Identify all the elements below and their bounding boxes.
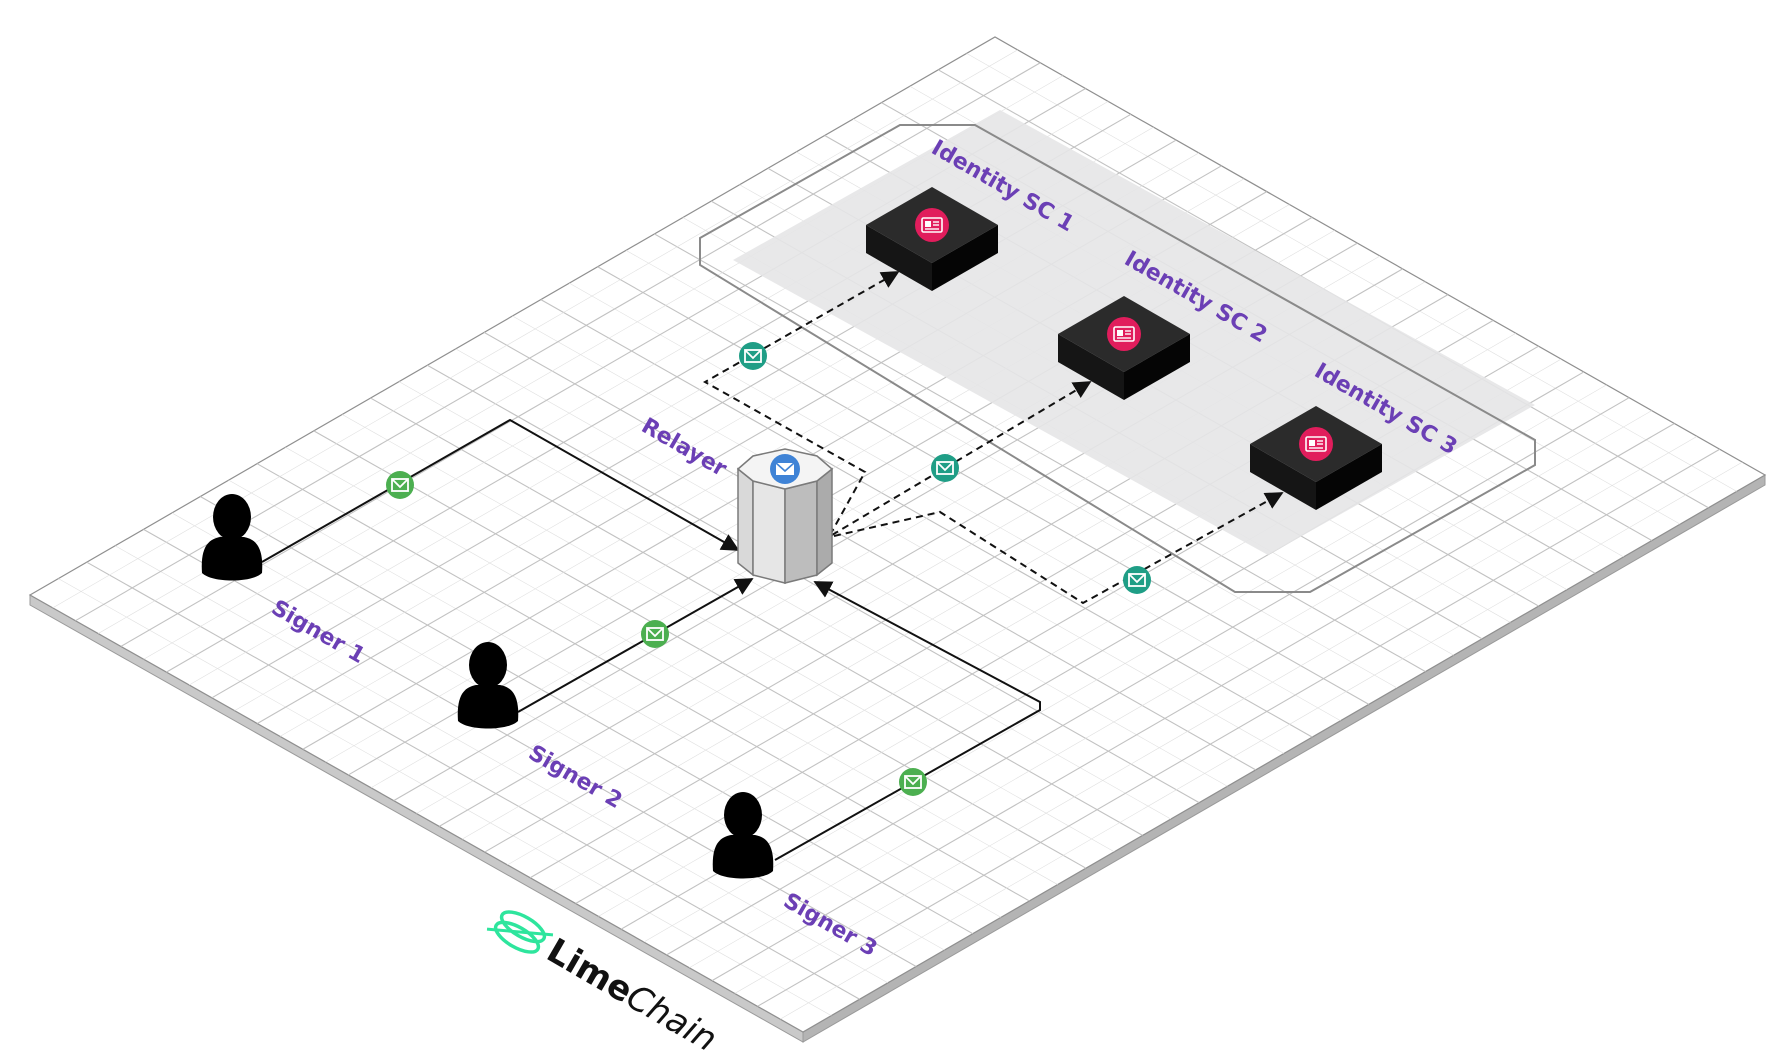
identity-box-left bbox=[866, 225, 932, 291]
user-icon bbox=[457, 642, 519, 729]
envelope-icon bbox=[899, 768, 927, 796]
identity-card-icon bbox=[1299, 427, 1333, 461]
connector-relayer-identity3 bbox=[833, 492, 1284, 605]
identity-box-right bbox=[932, 225, 998, 291]
relayer-body-front-right bbox=[784, 480, 818, 584]
grid-line bbox=[711, 422, 1675, 982]
grid-line bbox=[643, 384, 1607, 943]
signer-1[interactable] bbox=[201, 494, 263, 581]
envelope-icon bbox=[386, 471, 414, 499]
message-envelopes bbox=[386, 342, 1151, 796]
signer-2[interactable] bbox=[457, 642, 519, 729]
user-icon bbox=[201, 494, 263, 581]
identity-box-left bbox=[1058, 334, 1124, 400]
envelope-icon bbox=[739, 342, 767, 370]
relayer-body-left bbox=[737, 467, 754, 577]
identity-box-left bbox=[1250, 444, 1316, 510]
relayer-body-right bbox=[816, 467, 833, 577]
identity-box-right bbox=[1124, 334, 1190, 400]
connector-signer2-relayer bbox=[517, 578, 754, 713]
grid-line bbox=[734, 436, 1698, 994]
envelope-icon bbox=[931, 454, 959, 482]
envelope-icon bbox=[1123, 566, 1151, 594]
grid-line bbox=[689, 410, 1652, 968]
relayer-node[interactable] bbox=[736, 448, 834, 584]
brand-name-chain: Chain bbox=[619, 977, 723, 1060]
identity-sc-1[interactable] bbox=[866, 187, 998, 291]
identity-card-icon bbox=[915, 208, 949, 242]
signer-3[interactable] bbox=[712, 792, 774, 879]
identity-card-icon bbox=[1107, 317, 1141, 351]
identity-box-right bbox=[1316, 444, 1382, 510]
identity-sc-3[interactable] bbox=[1250, 406, 1382, 510]
grid-line bbox=[757, 448, 1720, 1007]
limechain-logo-icon bbox=[486, 910, 554, 954]
identity-group-boundary bbox=[699, 124, 1536, 593]
relayer-connectors bbox=[702, 271, 1284, 605]
relayer-icon bbox=[770, 454, 800, 484]
grid-line bbox=[780, 461, 1743, 1020]
envelope-icon bbox=[641, 620, 669, 648]
grid-line bbox=[666, 397, 1630, 956]
connector-relayer-identity2 bbox=[831, 381, 1092, 536]
platform bbox=[28, 36, 1767, 1043]
identity-sc-2[interactable] bbox=[1058, 296, 1190, 400]
connector-signer1-relayer bbox=[261, 418, 740, 563]
connector-relayer-identity1 bbox=[702, 271, 900, 536]
relayer-body-front bbox=[752, 480, 786, 584]
brand-name-lime: Lime bbox=[540, 931, 640, 1012]
user-icon bbox=[712, 792, 774, 879]
